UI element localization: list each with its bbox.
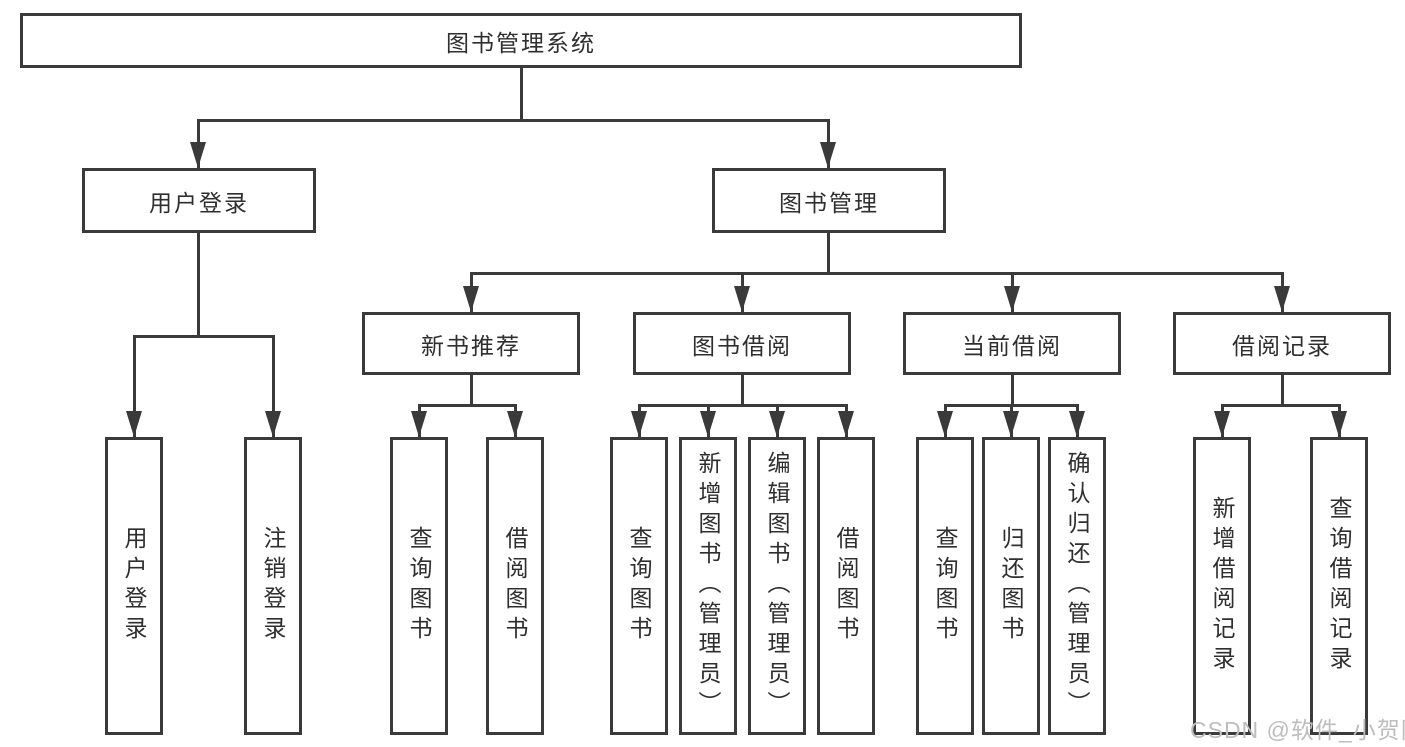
node-borrow-records: 借阅记录 xyxy=(1173,312,1391,375)
leaf-confirm-return-admin-label: 确认归还（管理员） xyxy=(1064,451,1090,721)
connector-vline xyxy=(826,233,830,275)
leaf-user-login: 用户登录 xyxy=(105,437,163,735)
leaf-borrow-books-recommend: 借阅图书 xyxy=(486,437,544,735)
leaf-add-book-admin: 新增图书（管理员） xyxy=(679,437,737,735)
arrowhead-icon xyxy=(1004,286,1020,312)
arrowhead-icon xyxy=(734,286,750,312)
leaf-add-borrow-record-label: 新增借阅记录 xyxy=(1209,496,1235,676)
leaf-query-books-current: 查询图书 xyxy=(916,437,974,735)
node-borrow-records-label: 借阅记录 xyxy=(1232,332,1332,359)
leaf-borrow-books-label: 借阅图书 xyxy=(833,526,859,646)
arrowhead-icon xyxy=(1214,411,1230,437)
arrowhead-icon xyxy=(265,411,281,437)
connector-hline xyxy=(637,404,848,407)
arrowhead-icon xyxy=(820,142,836,168)
leaf-borrow-books-recommend-label: 借阅图书 xyxy=(502,526,528,646)
arrowhead-icon xyxy=(190,142,206,168)
connector-vline xyxy=(469,375,473,407)
connector-vline xyxy=(520,68,523,122)
leaf-confirm-return-admin: 确认归还（管理员） xyxy=(1048,437,1106,735)
arrowhead-icon xyxy=(411,411,427,437)
leaf-query-books-recommend-label: 查询图书 xyxy=(406,526,432,646)
node-current-borrow-label: 当前借阅 xyxy=(962,332,1062,359)
node-book-management: 图书管理 xyxy=(712,168,946,233)
node-root: 图书管理系统 xyxy=(20,13,1022,68)
connector-vline xyxy=(196,233,200,337)
leaf-query-books-current-label: 查询图书 xyxy=(932,526,958,646)
arrowhead-icon xyxy=(507,411,523,437)
arrowhead-icon xyxy=(700,411,716,437)
arrowhead-icon xyxy=(631,411,647,437)
node-current-borrow: 当前借阅 xyxy=(903,312,1121,375)
node-book-borrow: 图书借阅 xyxy=(633,312,851,375)
arrowhead-icon xyxy=(1003,411,1019,437)
connector-hline xyxy=(132,335,275,338)
leaf-logout-login-label: 注销登录 xyxy=(260,526,286,646)
leaf-logout-login: 注销登录 xyxy=(244,437,302,735)
arrowhead-icon xyxy=(937,411,953,437)
leaf-query-books-recommend: 查询图书 xyxy=(390,437,448,735)
arrowhead-icon xyxy=(838,411,854,437)
connector-hline xyxy=(196,119,830,122)
watermark: CSDN @软件_小贺同学 xyxy=(1190,717,1405,743)
arrowhead-icon xyxy=(1331,411,1347,437)
leaf-add-borrow-record: 新增借阅记录 xyxy=(1193,437,1251,735)
connector-vline xyxy=(1280,375,1284,407)
leaf-query-books-borrow: 查询图书 xyxy=(610,437,668,735)
arrowhead-icon xyxy=(126,411,142,437)
node-root-label: 图书管理系统 xyxy=(446,29,596,56)
connector-vline xyxy=(271,335,275,437)
connector-vline xyxy=(740,375,744,407)
leaf-user-login-label: 用户登录 xyxy=(121,526,147,646)
connector-hline xyxy=(1220,404,1341,407)
node-book-management-label: 图书管理 xyxy=(779,189,879,216)
leaf-query-borrow-record-label: 查询借阅记录 xyxy=(1326,496,1352,676)
arrowhead-icon xyxy=(769,411,785,437)
leaf-edit-book-admin: 编辑图书（管理员） xyxy=(748,437,806,735)
arrowhead-icon xyxy=(1069,411,1085,437)
leaf-query-borrow-record: 查询借阅记录 xyxy=(1310,437,1368,735)
node-new-book-recommend-label: 新书推荐 xyxy=(421,332,521,359)
connector-hline xyxy=(469,272,1284,275)
connector-vline xyxy=(1010,375,1014,407)
arrowhead-icon xyxy=(1274,286,1290,312)
arrowhead-icon xyxy=(463,286,479,312)
leaf-borrow-books: 借阅图书 xyxy=(817,437,875,735)
leaf-query-books-borrow-label: 查询图书 xyxy=(626,526,652,646)
node-user-login-label: 用户登录 xyxy=(149,189,249,216)
leaf-add-book-admin-label: 新增图书（管理员） xyxy=(695,451,721,721)
node-book-borrow-label: 图书借阅 xyxy=(692,332,792,359)
connector-vline xyxy=(132,335,136,437)
leaf-return-books-label: 归还图书 xyxy=(998,526,1024,646)
connector-hline xyxy=(417,404,517,407)
leaf-return-books: 归还图书 xyxy=(982,437,1040,735)
leaf-edit-book-admin-label: 编辑图书（管理员） xyxy=(764,451,790,721)
node-new-book-recommend: 新书推荐 xyxy=(362,312,580,375)
node-user-login: 用户登录 xyxy=(82,168,316,233)
